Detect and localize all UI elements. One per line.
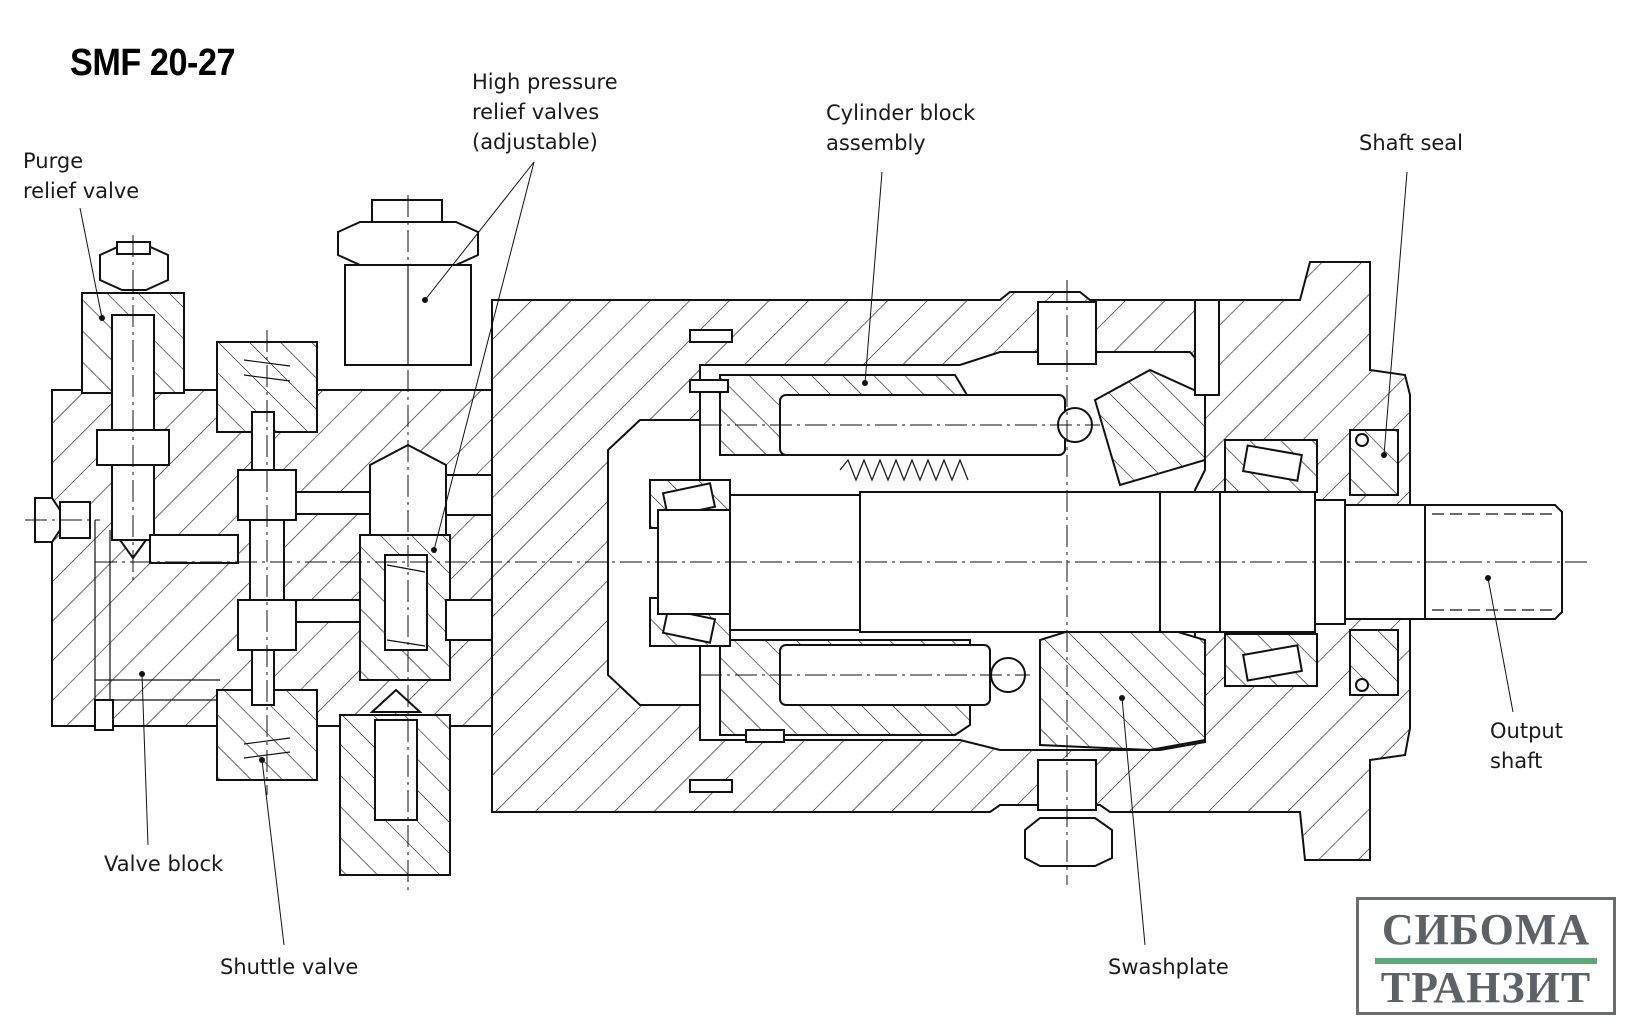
logo-divider-bar (1375, 958, 1597, 964)
label-shuttle-valve: Shuttle valve (220, 955, 359, 979)
leader-lines (79, 161, 1514, 946)
label-high-pressure-relief-valves: High pressure relief valves (adjustable) (472, 70, 618, 154)
housing-plugs (689, 280, 1220, 885)
label-swashplate: Swashplate (1108, 955, 1229, 979)
logo-line-1: СИБОМА (1381, 905, 1591, 954)
purge-relief-valve (25, 235, 185, 585)
label-valve-block: Valve block (104, 852, 224, 876)
label-purge-relief-valve: Purge relief valve (23, 149, 140, 203)
drawing-title: SMF 20-27 (70, 42, 236, 84)
shaft-seal (1349, 429, 1399, 696)
logo-line-2: ТРАНЗИТ (1380, 963, 1592, 1012)
label-output-shaft: Output shaft (1490, 719, 1563, 773)
label-shaft-seal: Shaft seal (1359, 131, 1464, 155)
swashplate (1039, 368, 1206, 752)
label-cylinder-block-assembly: Cylinder block assembly (826, 101, 976, 155)
shuttle-valve (149, 330, 387, 795)
company-logo: СИБОМА ТРАНЗИТ (1356, 897, 1616, 1015)
